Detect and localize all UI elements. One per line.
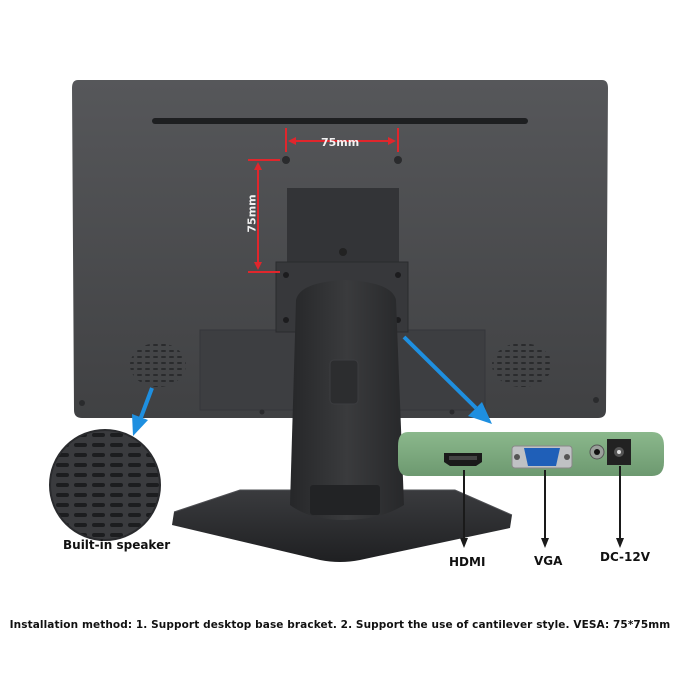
right-speaker-grille	[492, 343, 552, 387]
corner-screw	[79, 400, 85, 406]
dc-12v-label: DC-12V	[600, 550, 651, 564]
callout-arrows	[132, 335, 492, 436]
installation-caption: Installation method: 1. Support desktop …	[9, 619, 671, 631]
vga-port	[511, 445, 573, 469]
top-vent-slot	[152, 118, 528, 124]
hdmi-port	[444, 453, 482, 466]
speaker-label: Built-in speaker	[63, 538, 171, 552]
port-panel-closeup	[398, 432, 664, 476]
speaker-closeup	[49, 429, 161, 541]
left-speaker-grille	[130, 343, 186, 387]
corner-screw	[449, 409, 455, 415]
vertical-spacing-label: 75mm	[245, 194, 259, 233]
dc-power-port	[607, 439, 631, 465]
port-pointer-lines	[460, 466, 624, 548]
vesa-dimension-marks	[248, 128, 399, 273]
horizontal-spacing-label: 75mm	[321, 136, 360, 149]
hdmi-label: HDMI	[449, 555, 486, 569]
vesa-screw	[282, 156, 290, 164]
corner-screw	[593, 397, 599, 403]
corner-screw	[259, 409, 265, 415]
vesa-screw	[394, 156, 402, 164]
stand-neck	[290, 280, 404, 520]
audio-jack	[589, 444, 605, 460]
vga-label: VGA	[534, 554, 563, 568]
